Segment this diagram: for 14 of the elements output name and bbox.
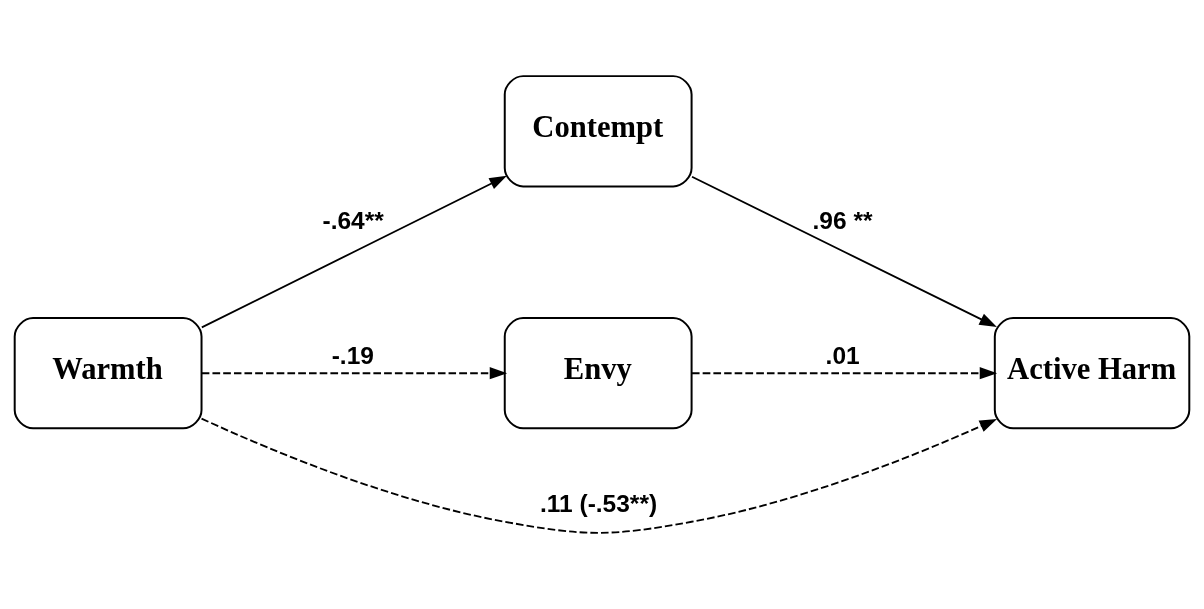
node-box: Warmth: [13, 317, 203, 430]
arrow: [200, 175, 507, 329]
node-box: Active Harm: [993, 317, 1191, 430]
edge-label: -.64**: [322, 206, 384, 234]
arrow: [200, 417, 998, 534]
edge-label: .11 (-.53**): [539, 490, 658, 518]
edge-label: -.19: [331, 341, 374, 369]
arrow: [200, 367, 508, 380]
edge-label: .01: [825, 341, 860, 369]
arrow: [691, 367, 998, 380]
node-box: Contempt: [503, 75, 693, 188]
edge-label: .96 **: [812, 206, 873, 234]
node-box: Envy: [503, 317, 693, 430]
arrow: [691, 175, 997, 328]
